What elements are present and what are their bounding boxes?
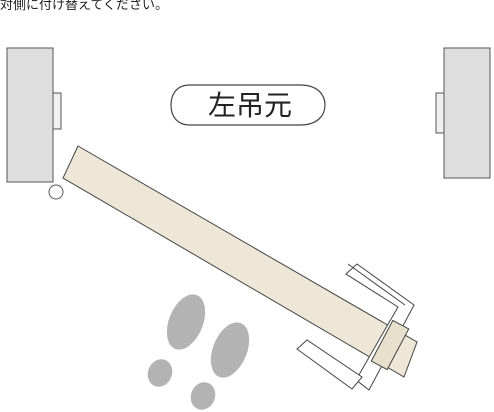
right-door-frame [435,47,491,179]
left-door-frame [6,47,62,183]
instruction-caption: 対側に付け替えてください。 [0,0,168,13]
footprints-icon [147,294,250,410]
left-hinge-label: 左吊元 [170,84,326,126]
label-text: 左吊元 [208,89,292,122]
hinge-pin-icon [48,184,64,200]
door-leaf [62,145,418,378]
door-handle-icon [296,263,415,391]
